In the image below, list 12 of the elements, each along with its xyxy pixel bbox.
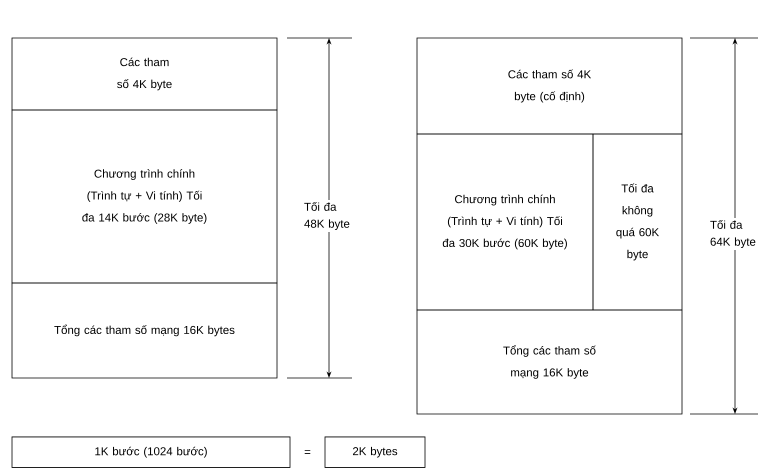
memory-block: Tổng các tham số mạng 16K byte <box>416 310 682 414</box>
memory-block: Chương trình chính (Trình tự + Vi tính) Tối đa 14K bước (28K byte) <box>12 110 278 284</box>
dimension-label: Tối đa 48K byte <box>302 200 360 232</box>
memory-block: Các tham số 4K byte <box>12 38 278 110</box>
memory-block: 1K bước (1024 bước) <box>12 436 290 468</box>
memory-block: 2K bytes <box>324 436 426 468</box>
dimension-label: Tối đa 64K byte <box>708 218 766 250</box>
memory-block: Các tham số 4K byte (cố định) <box>416 38 682 134</box>
memory-block: Chương trình chính (Trình tự + Vi tính) Tối đa 30K bước (60K byte) <box>416 134 594 310</box>
equals-sign: = <box>304 450 310 454</box>
memory-block: Tổng các tham số mạng 16K bytes <box>12 282 278 378</box>
memory-block: Tối đa không quá 60K byte <box>592 134 682 310</box>
